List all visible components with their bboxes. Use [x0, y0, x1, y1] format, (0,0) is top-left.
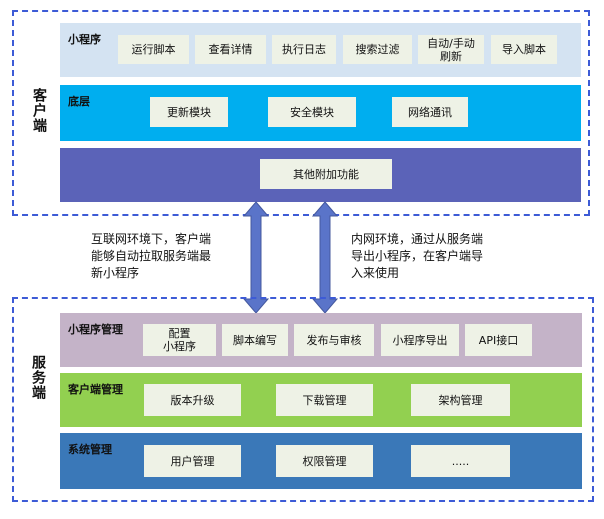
- internet-note: 互联网环境下，客户端 能够自动拉取服务端最 新小程序: [91, 232, 212, 280]
- client-mgmt-item-2: 架构管理: [411, 384, 510, 416]
- client-mini-item-2: 执行日志: [272, 35, 336, 64]
- mgmt-item-1: 脚本编写: [222, 324, 288, 356]
- client-mini-item-4: 自动/手动 刷新: [418, 35, 484, 64]
- mgmt-item-3: 小程序导出: [381, 324, 459, 356]
- client-label: 客户端: [31, 88, 47, 133]
- client-mini-item-0: 运行脚本: [118, 35, 189, 64]
- base-item-1: 安全模块: [268, 97, 356, 127]
- system-item-1: 权限管理: [276, 445, 373, 477]
- client-frame: [12, 10, 590, 216]
- system-item-0: 用户管理: [144, 445, 241, 477]
- base-item-0: 更新模块: [150, 97, 228, 127]
- client-mini-item-1: 查看详情: [195, 35, 266, 64]
- mini-program-title: 小程序: [68, 33, 101, 46]
- client-mgmt-item-0: 版本升级: [144, 384, 241, 416]
- mini-program-mgmt-title: 小程序管理: [68, 323, 123, 336]
- base-item-2: 网络通讯: [392, 97, 468, 127]
- intranet-note: 内网环境，通过从服务端 导出小程序，在客户端导 入来使用: [351, 232, 484, 280]
- mgmt-item-0: 配置 小程序: [143, 324, 216, 356]
- client-mini-item-3: 搜索过滤: [343, 35, 412, 64]
- server-label: 服务端: [30, 355, 46, 400]
- system-item-2: .....: [411, 445, 510, 477]
- mgmt-item-4: API接口: [465, 324, 532, 356]
- client-mini-item-5: 导入脚本: [491, 35, 557, 64]
- mgmt-item-2: 发布与审核: [294, 324, 374, 356]
- server-frame: [12, 297, 594, 502]
- client-mgmt-title: 客户端管理: [68, 383, 123, 396]
- extra-item-0: 其他附加功能: [260, 159, 392, 189]
- base-layer-title: 底层: [68, 95, 90, 108]
- system-mgmt-title: 系统管理: [68, 443, 112, 456]
- client-mgmt-item-1: 下载管理: [276, 384, 373, 416]
